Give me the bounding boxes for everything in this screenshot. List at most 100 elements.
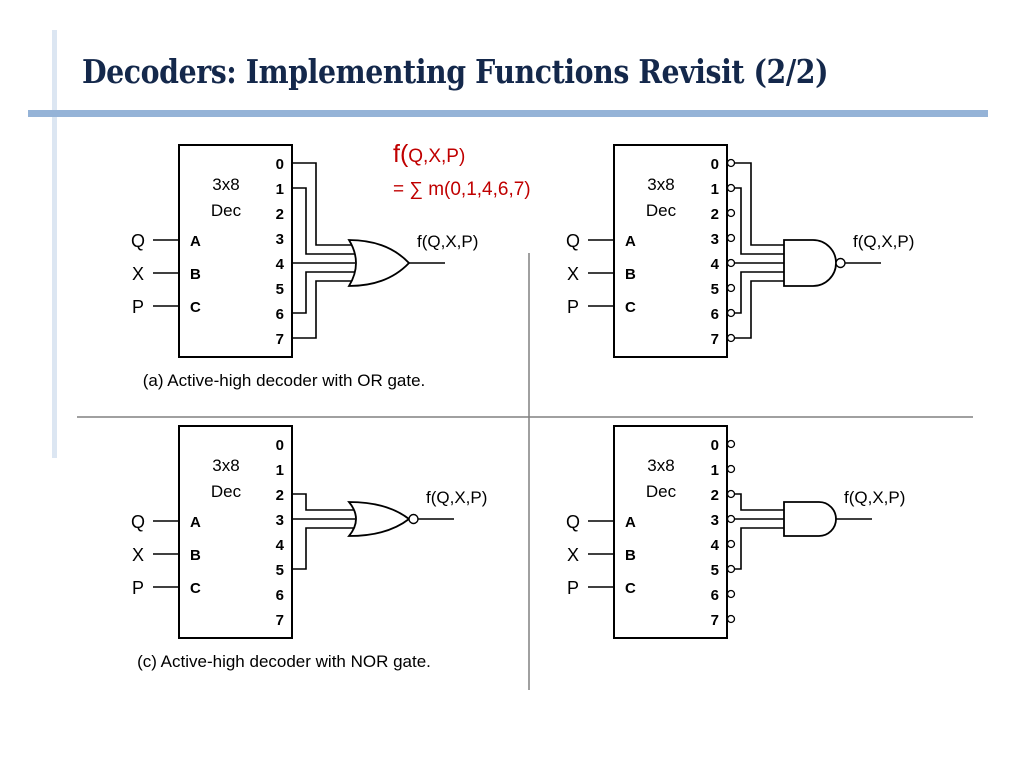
output-pin-2: 2 [276, 487, 284, 504]
slide-title: Decoders: Implementing Functions Revisit… [82, 52, 829, 91]
output-pin-7: 7 [711, 331, 719, 348]
inversion-bubble [726, 333, 736, 343]
output-inversion-bubble [408, 513, 419, 525]
function-output-label: f(Q,X,P) [426, 488, 487, 507]
decoder-label-size: 3x8 [647, 175, 674, 194]
input-signal-p: P [132, 578, 144, 598]
decoder-label-size: 3x8 [647, 456, 674, 475]
wire-output-5 [292, 527, 355, 570]
decoder-label-size: 3x8 [212, 456, 239, 475]
output-pin-0: 0 [276, 156, 284, 173]
inversion-bubble [726, 589, 736, 599]
output-pin-6: 6 [711, 587, 719, 604]
inversion-bubble [726, 283, 736, 293]
input-pin-b: B [625, 266, 636, 283]
output-pin-2: 2 [711, 487, 719, 504]
inversion-bubble [726, 539, 736, 549]
wire-output-2 [735, 493, 790, 511]
input-signal-p: P [132, 297, 144, 317]
output-pin-1: 1 [276, 462, 284, 479]
function-output-label: f(Q,X,P) [844, 488, 905, 507]
output-pin-6: 6 [276, 587, 284, 604]
wire-output-5 [735, 527, 790, 570]
output-pin-1: 1 [276, 181, 284, 198]
output-pin-1: 1 [711, 462, 719, 479]
output-pin-3: 3 [276, 231, 284, 248]
input-signal-x: X [132, 264, 144, 284]
wire-output-1 [735, 187, 790, 255]
decoder-box [613, 144, 728, 358]
inversion-bubble [726, 158, 736, 168]
input-pin-c: C [625, 299, 636, 316]
input-pin-c: C [190, 299, 201, 316]
input-signal-q: Q [131, 512, 145, 532]
input-pin-a: A [190, 233, 201, 250]
output-pin-3: 3 [711, 231, 719, 248]
output-pin-0: 0 [276, 437, 284, 454]
decoder-box [178, 425, 293, 639]
input-signal-x: X [567, 545, 579, 565]
or-gate [347, 239, 411, 287]
wire-output-6 [292, 271, 355, 314]
output-pin-3: 3 [276, 512, 284, 529]
input-pin-a: A [625, 233, 636, 250]
decoder-box [613, 425, 728, 639]
wire-output-7 [292, 280, 355, 339]
inversion-bubble [726, 308, 736, 318]
output-pin-5: 5 [711, 281, 719, 298]
output-pin-7: 7 [276, 331, 284, 348]
output-pin-4: 4 [711, 537, 720, 554]
function-suffix: ) [459, 146, 465, 167]
output-inversion-bubble [835, 257, 846, 269]
output-pin-4: 4 [276, 537, 285, 554]
decoder-label-size: 3x8 [212, 175, 239, 194]
inversion-bubble [726, 258, 736, 268]
function-output-label: f(Q,X,P) [853, 232, 914, 251]
input-pin-b: B [190, 266, 201, 283]
input-signal-x: X [132, 545, 144, 565]
wire-output-2 [292, 493, 355, 511]
wire-output-7 [735, 280, 790, 339]
inversion-bubble [726, 614, 736, 624]
decoder-box [178, 144, 293, 358]
output-pin-7: 7 [711, 612, 719, 629]
caption-c: (c) Active-high decoder with NOR gate. [137, 652, 431, 671]
wire-output-0 [735, 162, 790, 246]
input-signal-q: Q [566, 512, 580, 532]
input-pin-c: C [190, 580, 201, 597]
title-underline [28, 110, 988, 117]
caption-a: (a) Active-high decoder with OR gate. [143, 371, 426, 390]
output-pin-1: 1 [711, 181, 719, 198]
input-pin-c: C [625, 580, 636, 597]
output-pin-2: 2 [276, 206, 284, 223]
output-pin-0: 0 [711, 437, 719, 454]
input-pin-a: A [190, 514, 201, 531]
output-pin-7: 7 [276, 612, 284, 629]
inversion-bubble [726, 489, 736, 499]
input-pin-a: A [625, 514, 636, 531]
input-signal-x: X [567, 264, 579, 284]
decoder-label-name: Dec [211, 201, 242, 220]
output-pin-2: 2 [711, 206, 719, 223]
output-pin-4: 4 [276, 256, 285, 273]
wire-output-1 [292, 187, 355, 255]
inversion-bubble [726, 208, 736, 218]
inversion-bubble [726, 514, 736, 524]
decoder-label-name: Dec [646, 482, 677, 501]
decoder-label-name: Dec [646, 201, 677, 220]
output-pin-6: 6 [276, 306, 284, 323]
output-pin-0: 0 [711, 156, 719, 173]
output-pin-6: 6 [711, 306, 719, 323]
function-prefix: f( [393, 140, 409, 168]
wire-output-0 [292, 162, 355, 246]
output-pin-5: 5 [276, 562, 284, 579]
input-signal-q: Q [566, 231, 580, 251]
output-pin-4: 4 [711, 256, 720, 273]
left-accent-bar [52, 30, 57, 458]
input-signal-q: Q [131, 231, 145, 251]
inversion-bubble [726, 439, 736, 449]
